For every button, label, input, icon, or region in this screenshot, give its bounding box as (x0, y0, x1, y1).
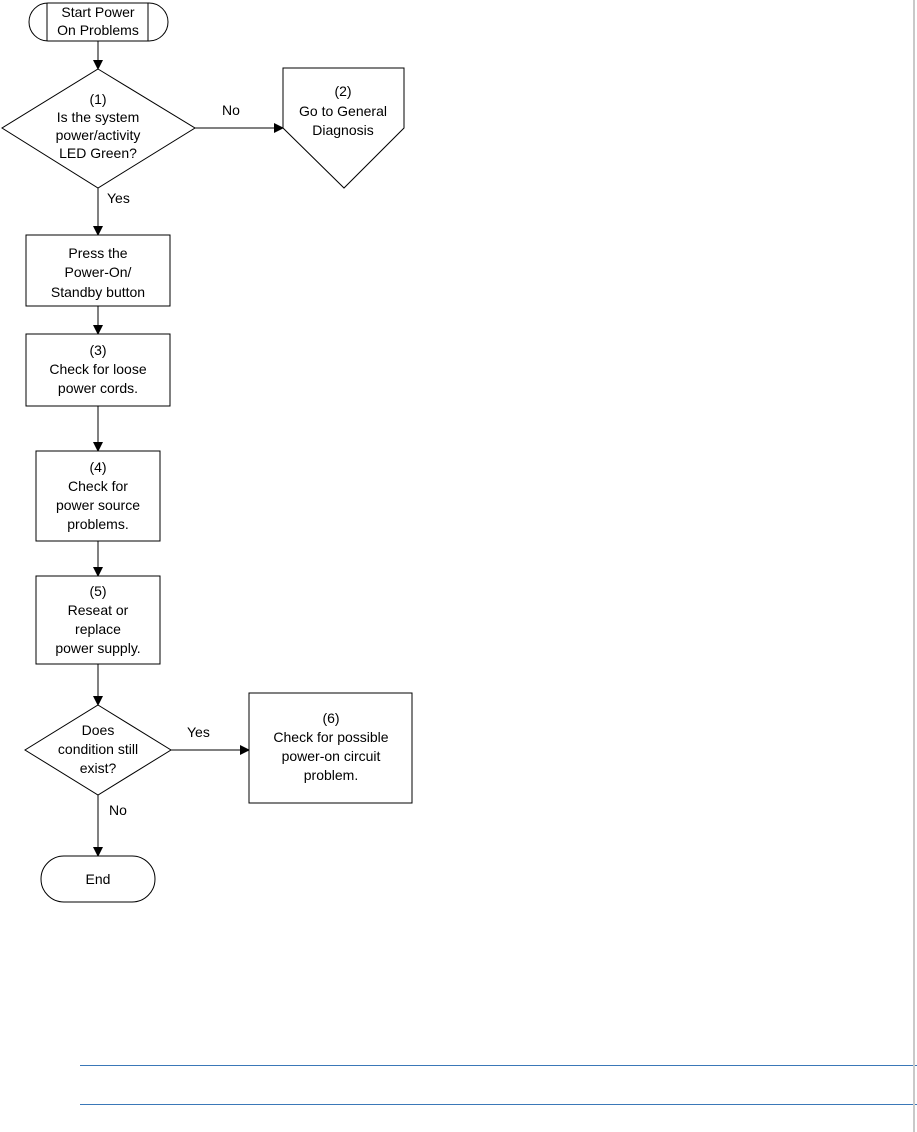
step5-line-2: replace (75, 621, 121, 637)
step4-number: (4) (89, 459, 106, 475)
step6-number: (6) (322, 710, 339, 726)
step2-offpage-connector: (2) Go to General Diagnosis (282, 67, 405, 189)
step3-number: (3) (89, 342, 106, 358)
step6-line-2: power-on circuit (282, 748, 381, 764)
step5-number: (5) (89, 583, 106, 599)
end-label: End (86, 871, 111, 887)
decision2-line-1: Does (82, 722, 115, 738)
condition-decision: Does condition still exist? (24, 704, 172, 796)
step6-line-3: problem. (304, 767, 358, 783)
step3-line-1: Check for loose (49, 361, 146, 377)
press-line-3: Standby button (51, 284, 145, 300)
step1-decision: (1) Is the system power/activity LED Gre… (1, 68, 196, 189)
step6-line-1: Check for possible (273, 729, 388, 745)
decision2-line-3: exist? (80, 760, 117, 776)
step4-line-2: power source (56, 497, 140, 513)
edge-step1-yes-label: Yes (107, 190, 130, 206)
step3-box: (3) Check for loose power cords. (25, 333, 171, 407)
step2-number: (2) (334, 83, 351, 99)
divider-top (80, 1065, 917, 1066)
start-line-2: On Problems (57, 22, 139, 38)
end-node: End (40, 855, 156, 903)
edge-decision2-yes-label: Yes (187, 724, 210, 740)
press-line-1: Press the (68, 245, 127, 261)
page-edge (913, 0, 915, 1132)
step1-line-1: Is the system (57, 109, 139, 125)
start-node: Start Power On Problems (28, 2, 169, 42)
step4-line-1: Check for (68, 478, 128, 494)
step1-line-3: LED Green? (59, 145, 137, 161)
step1-line-2: power/activity (56, 127, 141, 143)
edge-decision2-no-label: No (109, 802, 127, 818)
step2-line-2: Diagnosis (312, 122, 373, 138)
edge-step1-no-label: No (222, 102, 240, 118)
step4-box: (4) Check for power source problems. (35, 450, 161, 542)
step2-line-1: Go to General (299, 103, 387, 119)
step5-box: (5) Reseat or replace power supply. (35, 575, 161, 665)
step6-box: (6) Check for possible power-on circuit … (248, 692, 413, 804)
press-power-button-step: Press the Power-On/ Standby button (25, 234, 171, 307)
divider-bottom (80, 1104, 917, 1105)
step3-line-2: power cords. (58, 380, 138, 396)
press-line-2: Power-On/ (65, 264, 132, 280)
step5-line-3: power supply. (55, 640, 140, 656)
step4-line-3: problems. (67, 516, 128, 532)
step1-number: (1) (89, 91, 106, 107)
step5-line-1: Reseat or (68, 602, 129, 618)
start-line-1: Start Power (61, 4, 134, 20)
decision2-line-2: condition still (58, 741, 138, 757)
